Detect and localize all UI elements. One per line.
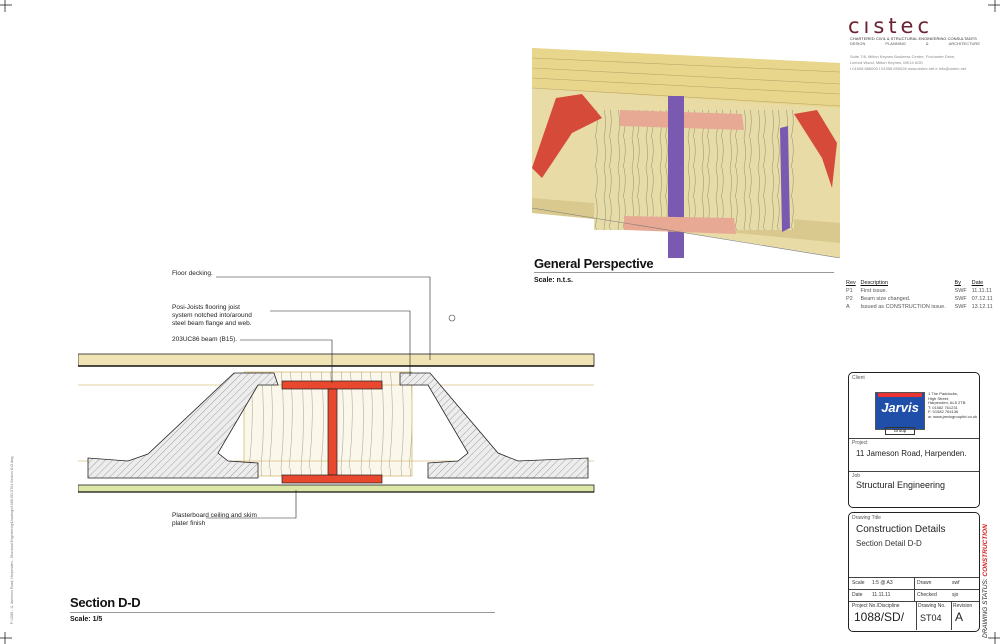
divider — [914, 577, 915, 601]
revision-header-row: Rev Description By Date — [844, 279, 996, 287]
drawing-number-label: Drawing No. — [918, 603, 946, 609]
drawn-value: swf — [952, 580, 960, 586]
project-number-value: 1088/SD/ — [854, 610, 905, 624]
job-value: Structural Engineering — [856, 480, 946, 490]
rev-cell: P1 — [846, 288, 853, 294]
date-value: 11.11.11 — [872, 592, 891, 598]
company-address: Suite 7/8, Milton Keynes Business Centre… — [850, 54, 966, 72]
perspective-title-underline — [534, 272, 834, 273]
divider — [849, 438, 979, 439]
posi-joist-line-2: system notched into/around — [172, 312, 252, 319]
project-label: Project — [852, 440, 868, 446]
description-cell: Issued as CONSTRUCTION issue. — [860, 304, 946, 310]
scale-value: 1:5 @ A3 — [872, 580, 893, 586]
section-scale: Scale: 1/5 — [70, 616, 103, 623]
drawing-title-label: Drawing Title — [852, 515, 881, 521]
address-line-2: Linford Wood, Milton Keynes, MK14 6GD — [850, 60, 924, 65]
revision-row: A Issued as CONSTRUCTION issue. SWF 13.1… — [844, 303, 996, 311]
drawing-status-value: CONSTRUCTION — [982, 524, 989, 577]
drawing-title-2: Section Detail D-D — [856, 539, 922, 548]
client-address: 1 The Paddocks, High Street, Harpenden, … — [928, 391, 978, 420]
date-cell: 13.12.11 — [971, 304, 993, 310]
client-label: Client — [852, 375, 865, 381]
revision-row: P1 First issue. SWF 11.11.11 — [844, 287, 996, 295]
revision-value: A — [955, 610, 964, 624]
scale-label: Scale — [852, 580, 865, 586]
revision-row: P2 Beam size changed. SWF 07.12.11 — [844, 295, 996, 303]
date-cell: 07.12.11 — [971, 296, 993, 302]
client-logo-text: Jarvis — [881, 400, 919, 415]
section-title-underline — [70, 612, 495, 613]
client-address-line: F: 01582 764136 — [928, 409, 959, 415]
client-logo-sub: Group — [885, 427, 915, 435]
client-address-line: High Street, — [928, 395, 950, 401]
date-header: Date — [971, 280, 984, 286]
drawing-box — [848, 512, 980, 632]
section-drawing — [78, 276, 595, 519]
posi-joist-line-1: Posi-Joists flooring joist — [172, 304, 240, 311]
client-address-line: 1 The Paddocks, — [928, 391, 958, 396]
posi-joist-line-3: steel beam flange and web. — [172, 320, 252, 327]
address-line-1: Suite 7/8, Milton Keynes Business Centre… — [850, 54, 956, 59]
service-and: & — [925, 41, 929, 46]
rev-header: Rev — [846, 280, 856, 286]
date-label: Date — [852, 592, 863, 598]
client-logo: Jarvis — [875, 392, 925, 430]
rev-cell: A — [846, 304, 850, 310]
general-perspective-image — [532, 48, 840, 258]
company-logo: cıstec — [848, 14, 934, 38]
revision-table: Rev Description By Date P1 First issue. … — [844, 279, 996, 311]
checked-value: sjo — [952, 592, 959, 598]
drawn-label: Drawn — [917, 580, 932, 586]
date-cell: 11.11.11 — [971, 288, 992, 294]
rev-cell: P2 — [846, 296, 853, 302]
logo-tagline: CHARTERED CIVIL & STRUCTURAL ENGINEERING… — [850, 36, 977, 41]
divider — [849, 471, 979, 472]
description-header: Description — [860, 280, 889, 286]
divider — [849, 601, 979, 602]
file-path: P:\1088 - 11 Jameson Road, Harpenden - S… — [10, 456, 14, 624]
perspective-scale: Scale: n.t.s. — [534, 277, 573, 284]
description-cell: First issue. — [860, 288, 888, 294]
project-value: 11 Jameson Road, Harpenden. — [856, 449, 967, 458]
revision-label: Revision — [953, 603, 973, 609]
logo-wordmark: cıstec — [848, 14, 934, 38]
description-cell: Beam size changed. — [860, 296, 911, 302]
drawing-title-1: Construction Details — [856, 524, 946, 535]
logo-services: DESIGN PLANNING & ARCHITECTURE — [850, 41, 980, 46]
ceiling-annotation: Plasterboard ceiling and skim plater fin… — [172, 512, 257, 528]
by-cell: SWF — [954, 304, 967, 310]
by-cell: SWF — [954, 288, 967, 294]
client-address-line: w: www.jarvisgroupltd.co.uk — [928, 413, 978, 419]
project-number-label: Project No./Discipline — [852, 603, 900, 609]
service-design: DESIGN — [850, 41, 866, 46]
checked-label: Checked — [917, 592, 937, 598]
by-header: By — [954, 280, 961, 286]
client-address-line: Harpenden, AL5 2TB — [928, 400, 966, 406]
drawing-number-value: ST04 — [920, 613, 942, 623]
divider — [951, 601, 952, 630]
job-label: Job — [852, 473, 861, 479]
ceiling-line-1: Plasterboard ceiling and skim — [172, 512, 257, 519]
client-address-line: T: 01582 761231 — [928, 404, 958, 410]
address-line-3: t 01908 686000 f 01908 690026 www.cistec… — [850, 66, 967, 71]
service-planning: PLANNING — [885, 41, 906, 46]
drawing-status-label: DRAWING STATUS: — [982, 578, 989, 638]
section-title: Section D-D — [70, 595, 141, 610]
floor-decking-annotation: Floor decking. — [172, 270, 213, 277]
by-cell: SWF — [954, 296, 967, 302]
perspective-title: General Perspective — [534, 256, 654, 271]
divider — [916, 601, 917, 630]
ceiling-line-2: plater finish — [172, 520, 206, 527]
beam-annotation: 203UC86 beam (B15). — [172, 336, 238, 343]
posi-joist-annotation: Posi-Joists flooring joist system notche… — [172, 304, 252, 328]
service-architecture: ARCHITECTURE — [948, 41, 980, 46]
drawing-status: DRAWING STATUS: CONSTRUCTION — [982, 508, 992, 638]
